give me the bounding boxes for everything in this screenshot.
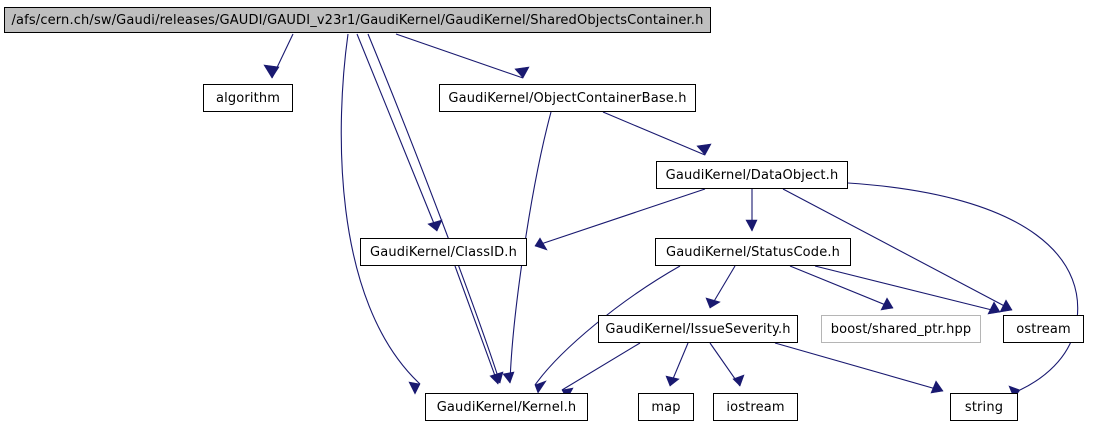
arrowhead-icon [732,374,745,387]
graph-node-label: /afs/cern.ch/sw/Gaudi/releases/GAUDI/GAU… [11,12,704,28]
graph-node-dataobject[interactable]: GaudiKernel/DataObject.h [656,161,848,189]
graph-node-label: GaudiKernel/IssueSeverity.h [605,321,791,337]
graph-edge-root-to-classid [356,33,438,232]
graph-edge-classid-to-kernel [454,265,499,385]
graph-node-classid[interactable]: GaudiKernel/ClassID.h [360,238,527,266]
arrowhead-icon [408,381,421,395]
graph-node-label: iostream [726,399,785,415]
arrowhead-icon [665,375,680,387]
graph-node-root[interactable]: /afs/cern.ch/sw/Gaudi/releases/GAUDI/GAU… [4,7,711,33]
graph-node-label: GaudiKernel/DataObject.h [665,167,839,183]
graph-edge-objcontbase-to-dataobject [602,111,706,156]
graph-edge-dataobject-to-classid [534,188,706,247]
graph-node-label: GaudiKernel/ClassID.h [370,244,517,260]
graph-node-ostream[interactable]: ostream [1003,315,1084,343]
graph-node-label: ostream [1016,321,1071,337]
arrowhead-icon [987,301,1001,315]
arrowhead-icon [490,372,503,385]
graph-edge-root-to-kernel [367,33,501,384]
graph-node-label: string [964,399,1004,415]
arrowhead-icon [263,64,280,79]
arrowhead-icon [930,380,944,394]
graph-node-label: map [651,399,681,415]
arrowhead-icon [502,371,515,384]
graph-node-kernel[interactable]: GaudiKernel/Kernel.h [425,393,588,421]
graph-edge-statuscode-to-sharedptr [789,265,894,309]
arrowhead-icon [427,219,443,232]
arrowhead-icon [999,299,1013,313]
graph-node-label: GaudiKernel/ObjectContainerBase.h [448,90,687,106]
arrowhead-icon [514,66,530,79]
graph-edge-issueseverity-to-kernel [561,342,641,391]
graph-edge-issueseverity-to-string [774,342,944,392]
arrowhead-icon [534,237,548,251]
arrowhead-icon [696,143,712,156]
arrowhead-icon [534,380,547,394]
graph-edge-dataobject-to-string [847,182,1079,391]
graph-edge-statuscode-to-ostream [814,265,1001,313]
graph-node-label: boost/shared_ptr.hpp [830,321,972,337]
graph-edge-root-to-objcontbase [395,33,524,79]
graph-node-label: algorithm [215,90,281,106]
graph-node-label: GaudiKernel/StatusCode.h [665,244,841,260]
graph-node-objcontbase[interactable]: GaudiKernel/ObjectContainerBase.h [439,84,696,112]
graph-node-label: GaudiKernel/Kernel.h [436,399,577,415]
graph-node-algorithm[interactable]: algorithm [203,84,293,112]
graph-node-map[interactable]: map [638,393,694,421]
graph-edge-dataobject-to-ostream [782,188,1013,311]
graph-node-iostream[interactable]: iostream [713,393,798,421]
graph-edge-statuscode-to-kernel [534,265,681,386]
graph-node-statuscode[interactable]: GaudiKernel/StatusCode.h [655,238,851,266]
graph-edge-root-to-kernel [340,33,421,385]
arrowhead-icon [705,297,721,309]
graph-node-sharedptr[interactable]: boost/shared_ptr.hpp [821,315,981,343]
arrowhead-icon [745,219,758,232]
arrowhead-icon [880,297,894,311]
graph-node-string[interactable]: string [950,393,1018,421]
graph-node-issueseverity[interactable]: GaudiKernel/IssueSeverity.h [598,315,798,343]
